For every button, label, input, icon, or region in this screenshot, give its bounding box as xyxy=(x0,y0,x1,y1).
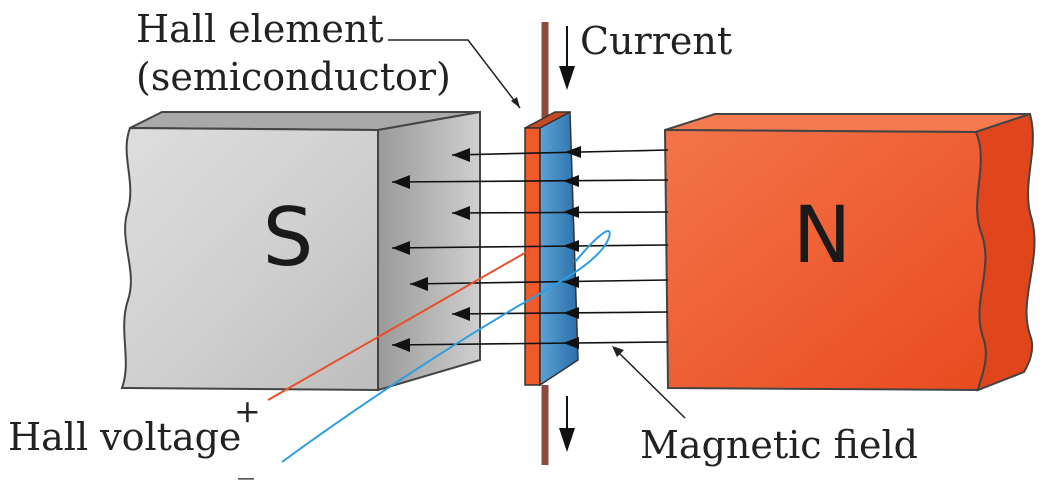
magnetic-field-label: Magnetic field xyxy=(640,423,918,467)
field-arrowheads-hall xyxy=(563,146,581,349)
negative-lead-wire xyxy=(281,230,611,463)
hall-element-leader-head xyxy=(511,97,520,108)
field-arrowhead xyxy=(563,337,579,349)
hall-element-label-line1: Hall element xyxy=(136,7,384,51)
field-arrowheads-left xyxy=(392,148,470,352)
south-magnet-front-face xyxy=(120,126,379,392)
current-label: Current xyxy=(580,19,732,63)
positive-lead-wire xyxy=(267,249,531,401)
north-pole-label: N xyxy=(793,191,851,281)
hall-element-front xyxy=(524,127,541,386)
hall-element-label-line2: (semiconductor) xyxy=(136,55,451,99)
field-arrowhead xyxy=(410,277,428,291)
current-arrow-top xyxy=(559,26,575,90)
current-arrow-bottom xyxy=(559,396,575,452)
south-pole-label: S xyxy=(263,191,314,284)
field-arrowhead xyxy=(452,206,470,220)
field-arrowhead xyxy=(452,148,470,162)
field-arrowhead xyxy=(563,175,579,187)
magnetic-field-lines xyxy=(391,149,669,346)
hall-voltage-label: Hall voltage xyxy=(8,415,241,459)
magnetic-field-leader-line xyxy=(617,351,686,419)
hall-element-leader-line xyxy=(388,39,521,109)
field-arrowhead xyxy=(392,338,410,352)
field-arrowhead xyxy=(452,307,470,321)
south-magnet: S xyxy=(120,110,481,392)
north-magnet: N xyxy=(663,112,1036,392)
field-arrowhead xyxy=(563,240,579,252)
north-magnet-top-face xyxy=(664,113,1031,134)
field-arrowhead xyxy=(565,146,581,158)
north-magnet-side-face xyxy=(974,112,1036,392)
field-arrowhead xyxy=(392,175,410,189)
field-arrowhead xyxy=(563,307,579,319)
field-arrowhead xyxy=(563,206,579,218)
magnetic-field-leader-head xyxy=(612,346,624,357)
field-arrowhead xyxy=(392,241,410,255)
plus-sign-label: + xyxy=(234,392,261,430)
field-arrowhead xyxy=(563,276,579,288)
minus-sign-label: _ xyxy=(238,442,254,480)
